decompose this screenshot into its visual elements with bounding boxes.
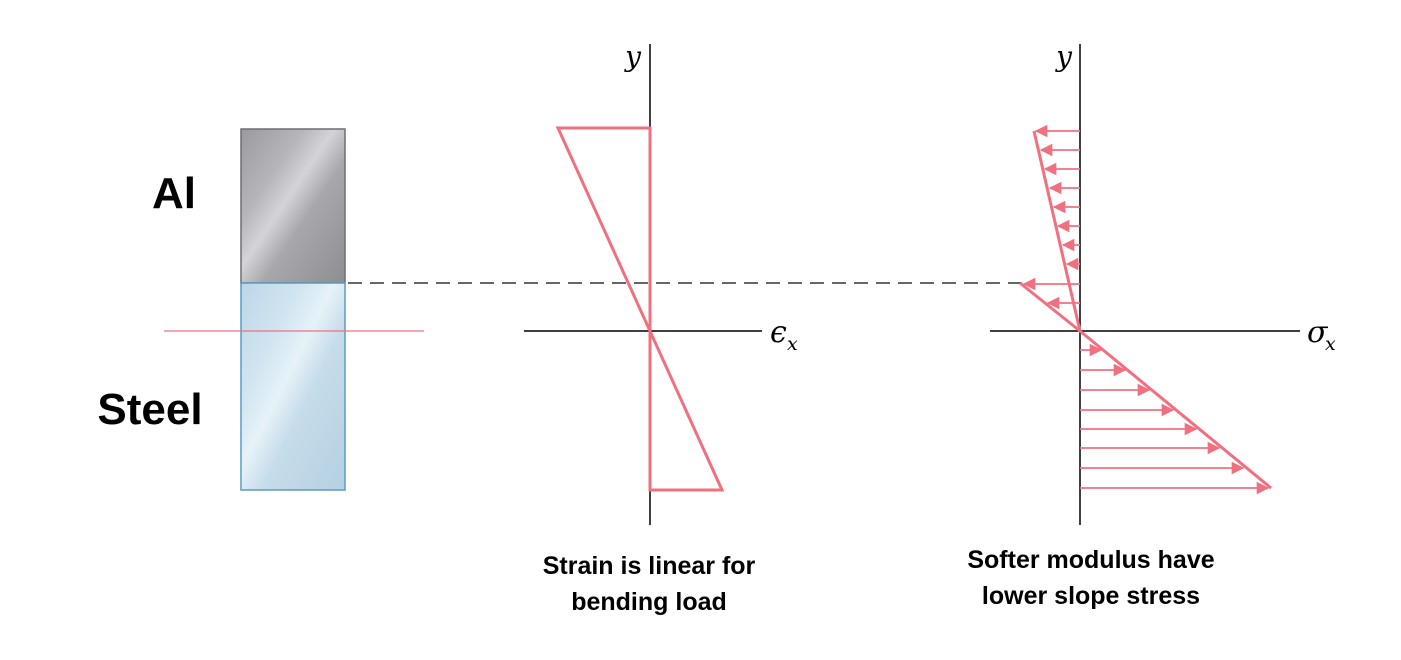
aluminum-label: Al	[152, 169, 196, 218]
stress-x-subscript: x	[1325, 333, 1336, 355]
cross-section: Al Steel	[97, 128, 424, 491]
stress-x-label: σ	[1307, 315, 1329, 350]
strain-y-label: y	[623, 40, 642, 73]
strain-x-subscript: x	[787, 333, 798, 355]
steel-tension-arrows	[1080, 343, 1270, 495]
strain-caption: Strain is linear for bending load	[459, 548, 839, 620]
strain-plot: y ϵ x	[524, 40, 798, 525]
stress-plot: y σ x	[990, 40, 1336, 525]
strain-caption-line: Strain is linear for	[542, 552, 756, 580]
steel-layer	[240, 282, 346, 491]
stress-caption: Softer modulus have lower slope stress	[901, 542, 1281, 614]
stress-caption-line: lower slope stress	[981, 582, 1201, 610]
stress-y-label: y	[1054, 40, 1073, 73]
strain-caption-line: bending load	[571, 588, 727, 616]
aluminum-layer	[240, 128, 346, 284]
steel-stress-outline	[1019, 281, 1272, 490]
al-stress-arrows	[1034, 124, 1080, 271]
stress-caption-line: Softer modulus have	[967, 546, 1215, 574]
steel-compression-arrows	[1022, 277, 1080, 310]
steel-label: Steel	[97, 385, 202, 434]
strain-distribution	[555, 126, 725, 492]
strain-x-label: ϵ	[770, 315, 787, 350]
